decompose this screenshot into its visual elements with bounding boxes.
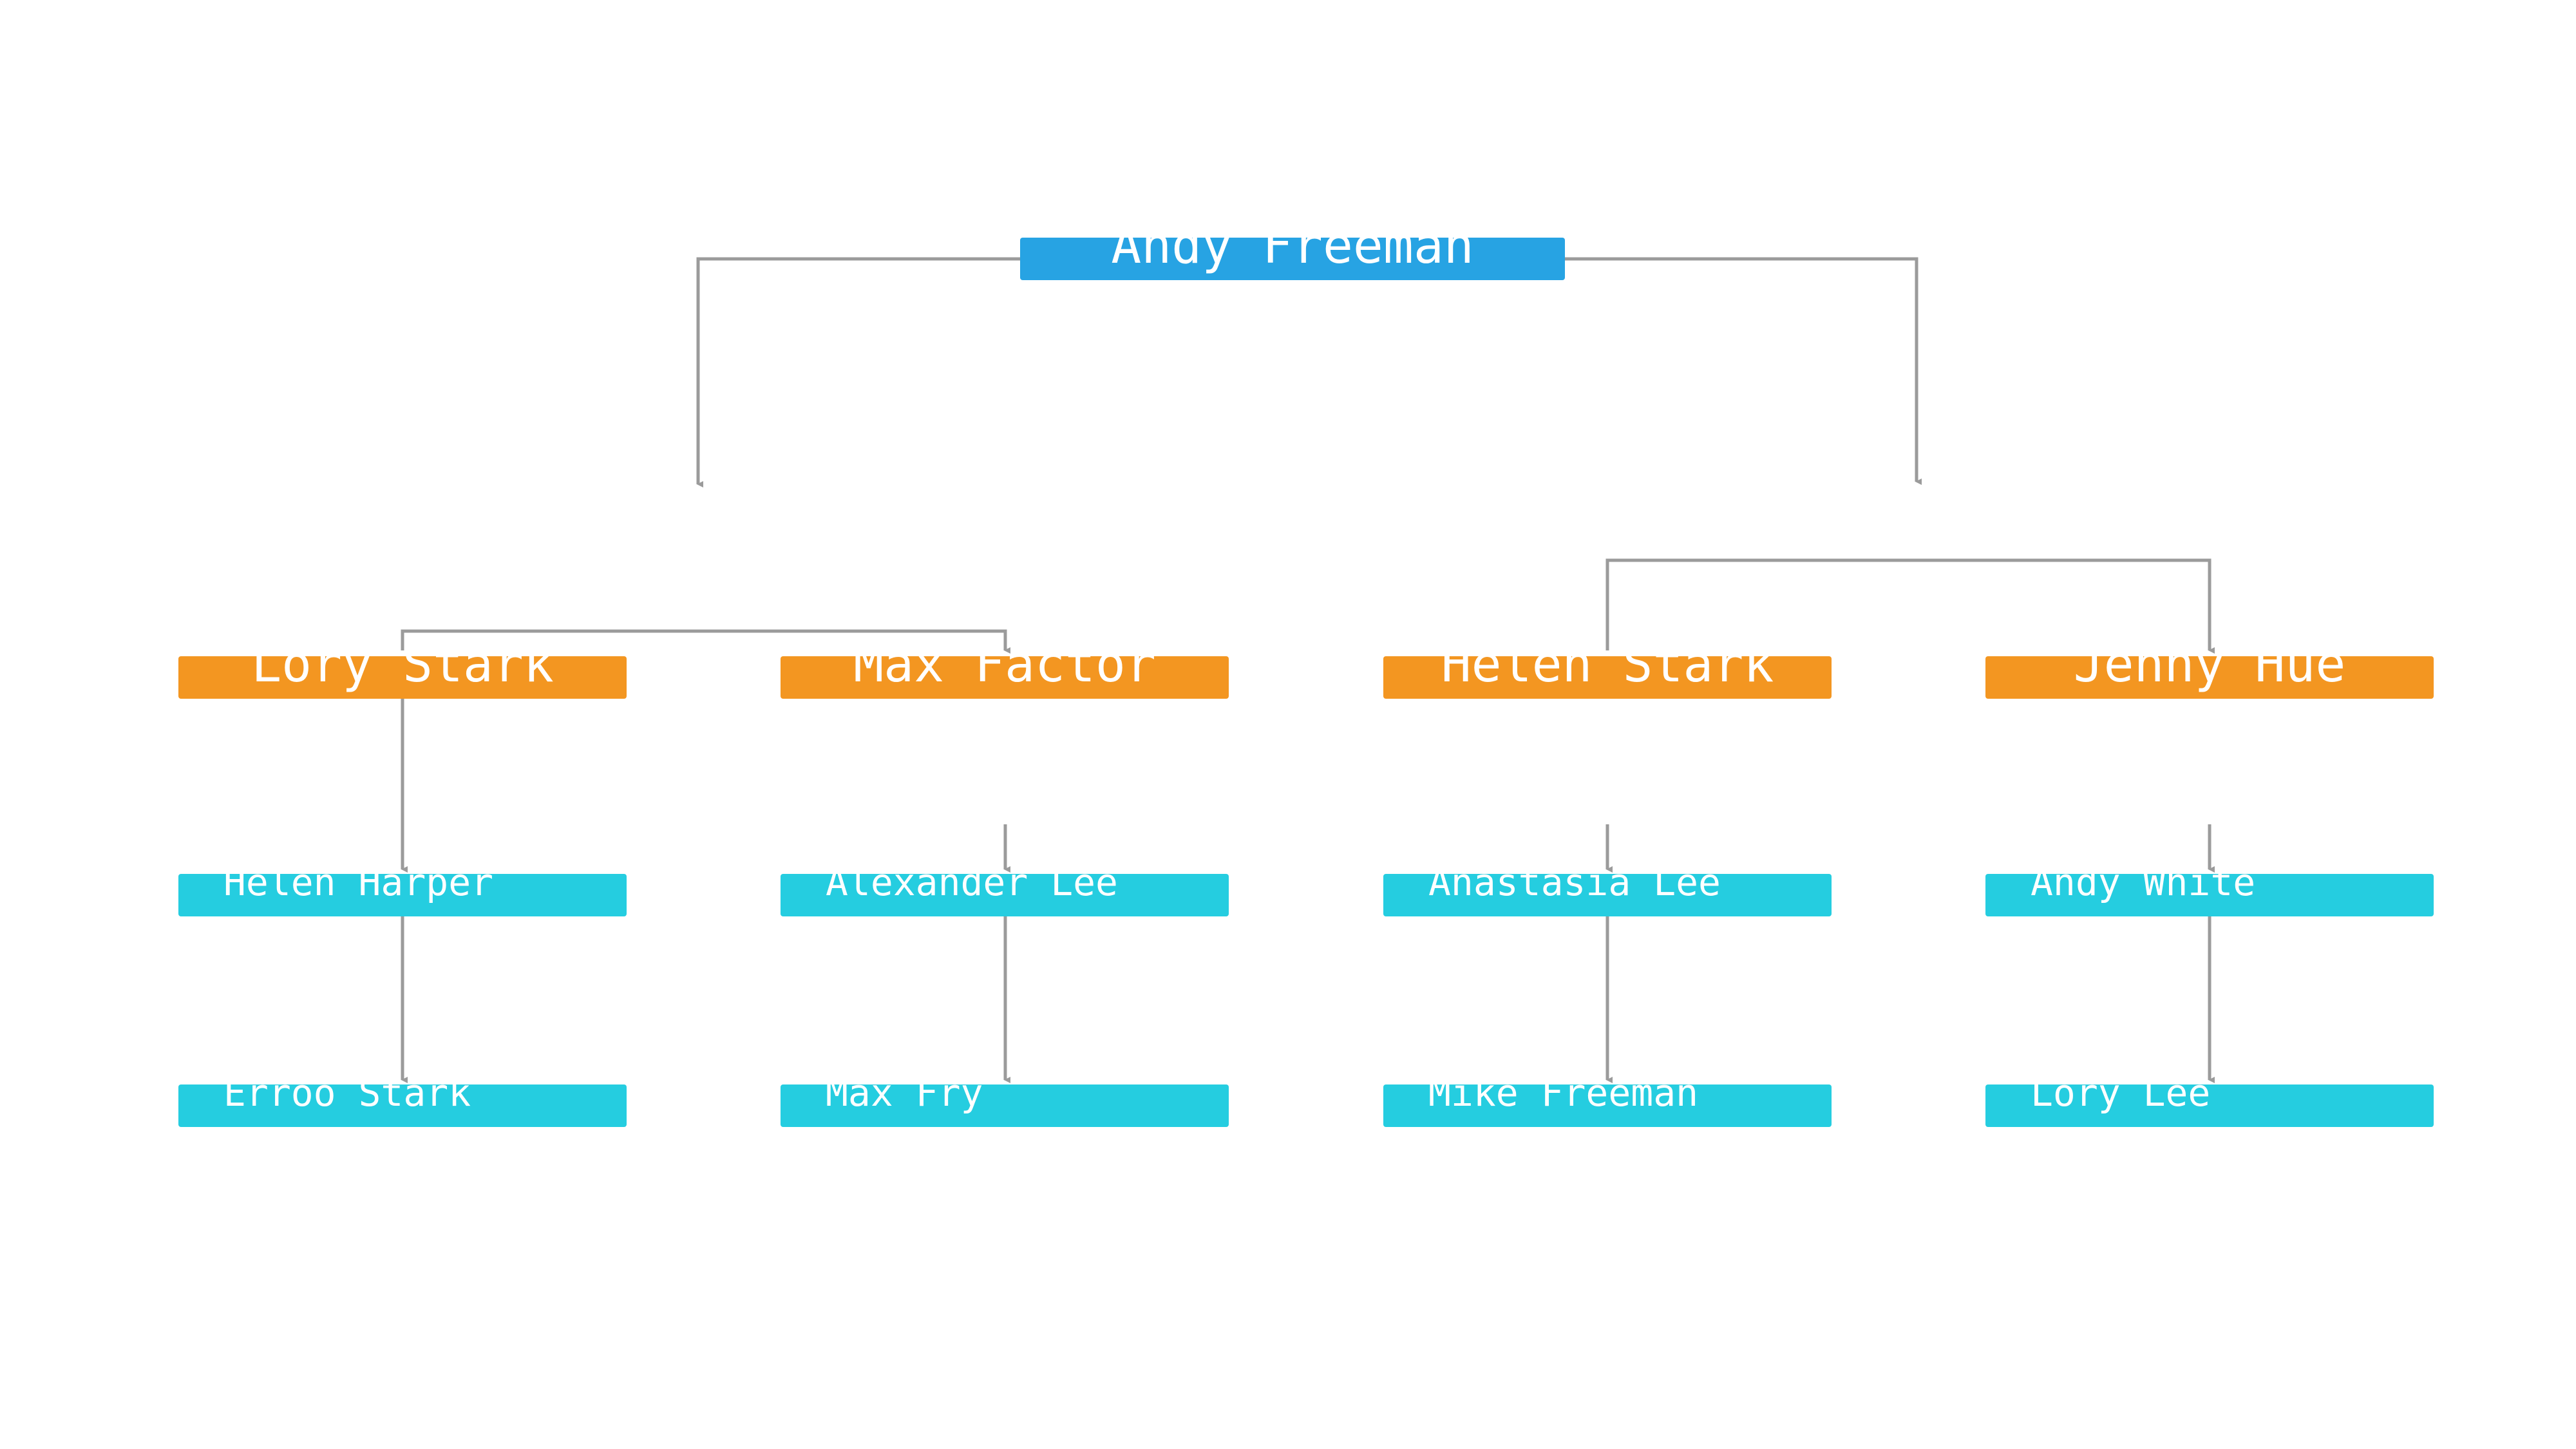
staff-node-label: Lory Lee [2031, 1071, 2211, 1115]
staff-node-lory-lee[interactable]: Lory Lee [1985, 1074, 2434, 1127]
staff-node-label: Anastasia Lee [1428, 860, 1721, 904]
staff-node-alexander-lee[interactable]: Alexander Lee [781, 864, 1229, 916]
root-node[interactable]: Andy Freeman [1020, 221, 1565, 280]
connector-root-right [1565, 257, 1922, 485]
staff-node-label: Andy White [2031, 860, 2256, 904]
connector-managers-left-bracket [401, 629, 1010, 654]
staff-node-andy-white[interactable]: Andy White [1985, 864, 2434, 916]
manager-node-jenny-hue[interactable]: Jenny Hue [1985, 639, 2434, 699]
staff-node-max-fry[interactable]: Max Fry [781, 1074, 1229, 1127]
manager-node-max-factor[interactable]: Max Factor [781, 639, 1229, 699]
staff-node-label: Helen Harper [223, 860, 494, 904]
manager-node-label: Jenny Hue [2073, 636, 2346, 694]
manager-node-label: Max Factor [853, 636, 1156, 694]
root-node-label: Andy Freeman [1111, 217, 1474, 275]
staff-node-label: Max Fry [826, 1071, 983, 1115]
staff-node-label: Erroo Stark [223, 1071, 471, 1115]
manager-node-helen-stark[interactable]: Helen Stark [1383, 639, 1832, 699]
staff-node-helen-harper[interactable]: Helen Harper [178, 864, 627, 916]
staff-node-anastasia-lee[interactable]: Anastasia Lee [1383, 864, 1832, 916]
staff-node-label: Alexander Lee [826, 860, 1118, 904]
manager-node-label: Helen Stark [1441, 636, 1774, 694]
staff-node-mike-freeman[interactable]: Mike Freeman [1383, 1074, 1832, 1127]
staff-node-label: Mike Freeman [1428, 1071, 1699, 1115]
manager-node-label: Lory Stark [251, 636, 554, 694]
connector-root-left [696, 257, 1020, 488]
manager-node-lory-stark[interactable]: Lory Stark [178, 639, 627, 699]
connector-managers-right-bracket [1605, 558, 2215, 654]
staff-node-erroo-stark[interactable]: Erroo Stark [178, 1074, 627, 1127]
